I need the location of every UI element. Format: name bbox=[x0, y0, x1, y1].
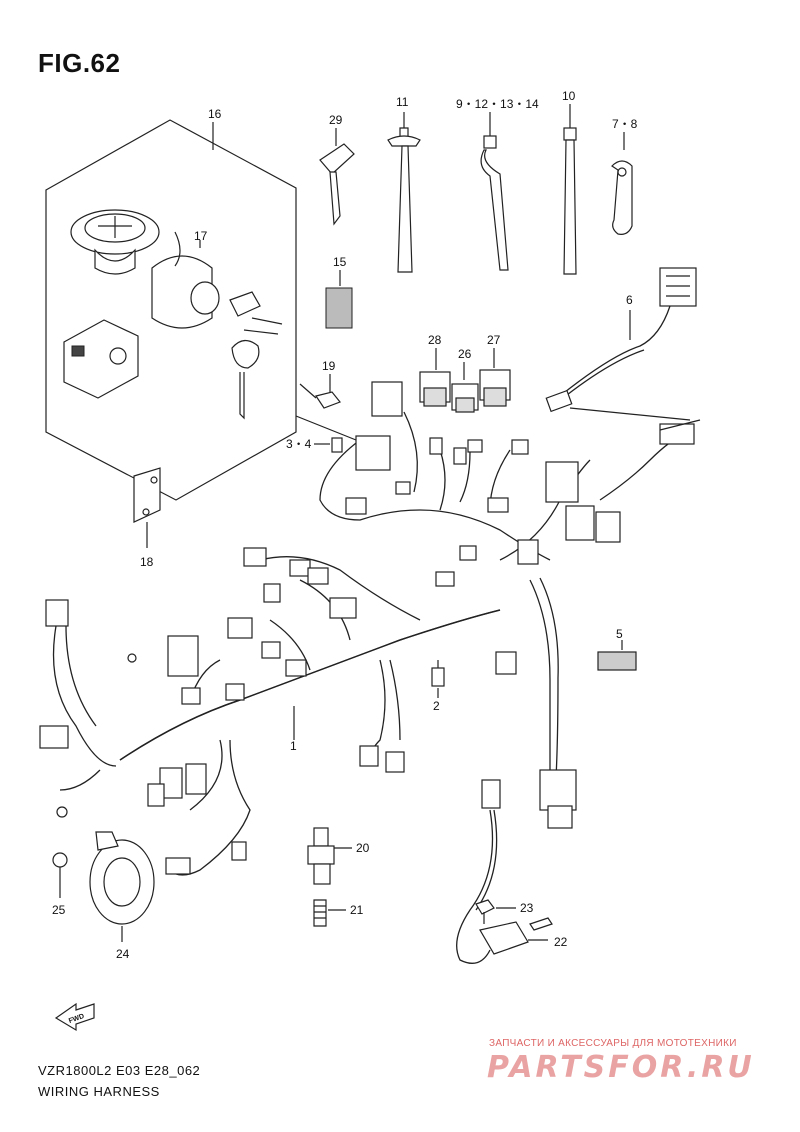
callout-24: 24 bbox=[116, 947, 130, 961]
band-9-14-part bbox=[480, 112, 509, 271]
callout-15: 15 bbox=[333, 255, 347, 269]
model-code: VZR1800L2 E03 E28_062 bbox=[38, 1063, 201, 1078]
callout-29: 29 bbox=[329, 113, 343, 127]
fuse-3-4-part bbox=[314, 437, 343, 453]
relay-28-part bbox=[419, 348, 451, 407]
harness-connectors bbox=[39, 381, 695, 875]
bracket-18-part bbox=[133, 467, 161, 548]
screw-19-part bbox=[299, 374, 341, 409]
leader-lines bbox=[293, 407, 701, 740]
callout-26: 26 bbox=[458, 347, 472, 361]
callout-18: 18 bbox=[140, 555, 154, 569]
callout-16: 16 bbox=[208, 107, 222, 121]
bolt-23-part bbox=[475, 899, 516, 924]
switch-20-part bbox=[307, 827, 352, 885]
ignition-keys-part bbox=[229, 291, 283, 420]
callout-20: 20 bbox=[356, 841, 370, 855]
watermark-logo: PARTSFOR.RU bbox=[487, 1050, 755, 1085]
callout-21: 21 bbox=[350, 903, 364, 917]
label-5-part bbox=[597, 640, 637, 671]
figure-title: FIG.62 bbox=[38, 48, 121, 78]
callout-7-8: 7・8 bbox=[612, 117, 638, 131]
diagram-title: WIRING HARNESS bbox=[38, 1084, 160, 1099]
callout-11: 11 bbox=[396, 95, 409, 109]
lock-bracket-part bbox=[63, 319, 139, 399]
ignition-switch-part bbox=[151, 231, 220, 329]
label-15-part bbox=[325, 270, 353, 329]
fitting-21-part bbox=[313, 899, 346, 927]
callout-2: 2 bbox=[433, 699, 440, 713]
callout-6: 6 bbox=[626, 293, 633, 307]
callout-25: 25 bbox=[52, 903, 66, 917]
callout-19: 19 bbox=[322, 359, 336, 373]
ignition-switch-set-box bbox=[45, 119, 297, 501]
relay-27-part bbox=[479, 348, 511, 407]
horn-24-part bbox=[89, 831, 155, 942]
clip-11-part bbox=[387, 112, 421, 273]
callout-27: 27 bbox=[487, 333, 501, 347]
callout-10: 10 bbox=[562, 89, 576, 103]
ignition-cap-part bbox=[70, 209, 160, 275]
lead-wire-6-part bbox=[545, 267, 697, 413]
sensor-22-part bbox=[456, 779, 553, 964]
callout-3-4: 3・4 bbox=[286, 437, 312, 451]
bolt-25-part bbox=[52, 852, 68, 898]
callout-17: 17 bbox=[194, 229, 208, 243]
tie-10-part bbox=[563, 104, 577, 275]
callout-1: 1 bbox=[290, 739, 297, 753]
callout-9-14: 9・12・13・14 bbox=[456, 97, 539, 111]
fwd-direction-arrow-icon: FWD bbox=[54, 1002, 95, 1032]
callout-5: 5 bbox=[616, 627, 623, 641]
callout-23: 23 bbox=[520, 901, 534, 915]
callout-22: 22 bbox=[554, 935, 568, 949]
callout-labels: 16 17 18 29 15 11 9・12・13・14 10 7・8 6 28… bbox=[52, 89, 638, 961]
callout-28: 28 bbox=[428, 333, 442, 347]
key-blank-29-part bbox=[319, 128, 355, 226]
clamp-7-8-part bbox=[611, 132, 633, 235]
watermark-tagline: ЗАПЧАСТИ И АКСЕССУАРЫ ДЛЯ МОТОТЕХНИКИ bbox=[489, 1038, 737, 1049]
coupler-2-part bbox=[431, 667, 445, 698]
relay-26-part bbox=[451, 362, 479, 413]
